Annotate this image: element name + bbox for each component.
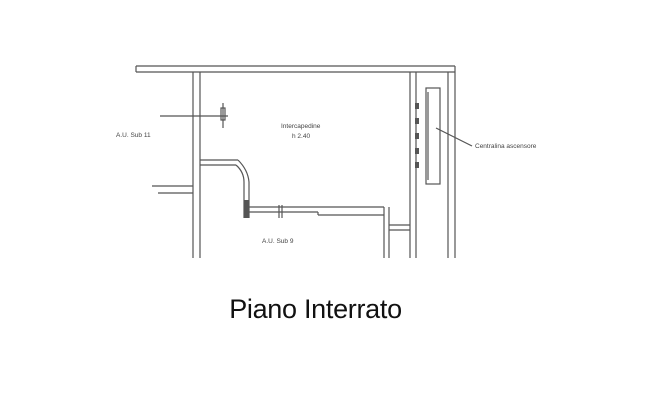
room-height-label: h 2.40 bbox=[292, 133, 310, 140]
plan-title-wrap: Piano Interrato bbox=[0, 294, 657, 325]
wall-lines bbox=[135, 65, 473, 258]
plan-title: Piano Interrato bbox=[229, 294, 402, 324]
left-unit-label: A.U. Sub 11 bbox=[116, 132, 151, 139]
equipment-label: Centralina ascensore bbox=[475, 143, 537, 150]
equipment-marks bbox=[244, 103, 419, 218]
bottom-unit-label: A.U. Sub 9 bbox=[262, 238, 294, 245]
room-name-label: Intercapedine bbox=[281, 123, 321, 130]
